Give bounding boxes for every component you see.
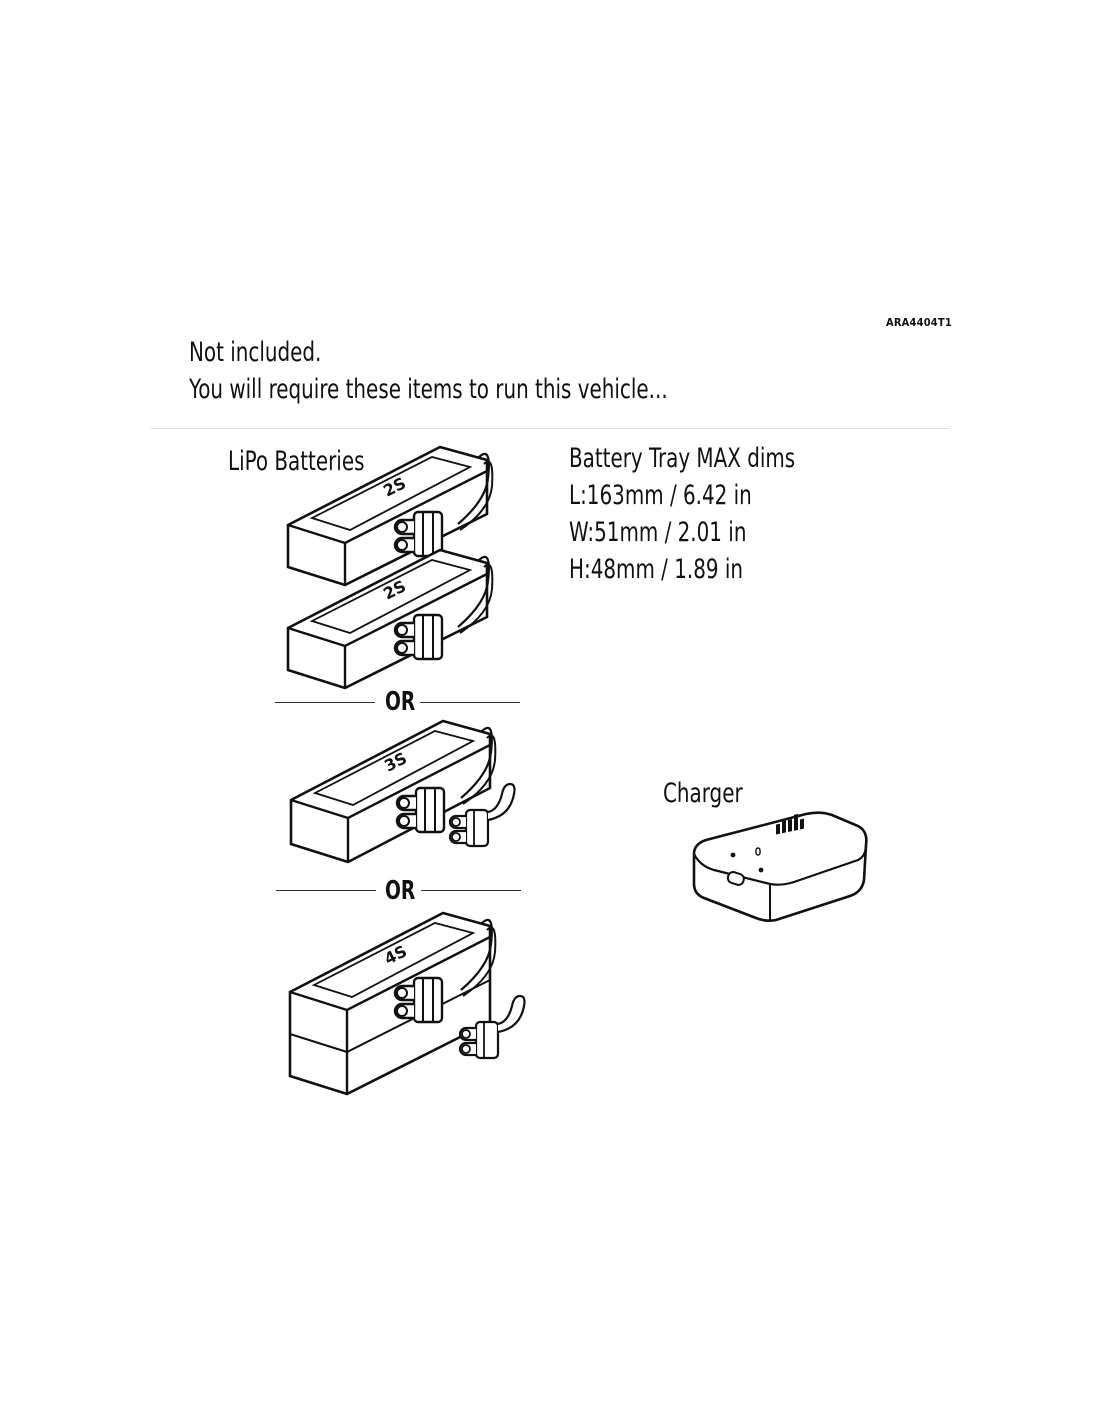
part-code: ARA4404T1 <box>886 316 952 329</box>
tray-width: W:51mm / 2.01 in <box>569 517 747 548</box>
or-line-right-2 <box>421 890 521 891</box>
or-separator-2: OR <box>385 876 416 906</box>
or-separator-1: OR <box>385 687 416 717</box>
battery-2s-top: 2S <box>286 445 494 587</box>
intro-text: Not included. You will require these ite… <box>189 334 668 408</box>
or-line-left-2 <box>276 890 376 891</box>
tray-title: Battery Tray MAX dims <box>569 443 796 474</box>
charger-logo <box>776 813 804 835</box>
section-divider <box>150 428 950 429</box>
battery-3s: 3S <box>289 719 516 864</box>
battery-4s: 4S <box>288 911 526 1096</box>
battery-2s-bottom: 2S <box>286 548 494 690</box>
intro-line-1: Not included. <box>189 337 322 368</box>
or-line-left-1 <box>275 702 375 703</box>
batteries-label: LiPo Batteries <box>228 446 365 477</box>
or-line-right-1 <box>420 702 520 703</box>
charger-label: Charger <box>663 778 743 809</box>
tray-height: H:48mm / 1.89 in <box>569 554 744 585</box>
tray-length: L:163mm / 6.42 in <box>569 480 752 511</box>
tray-dimensions: Battery Tray MAX dims L:163mm / 6.42 in … <box>569 440 795 588</box>
intro-line-2: You will require these items to run this… <box>189 374 668 405</box>
charger-illustration <box>692 811 868 922</box>
